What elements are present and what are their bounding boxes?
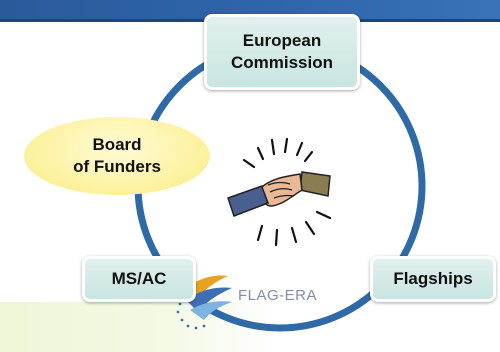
node-board-of-funders-label-line1: Board <box>92 135 142 154</box>
node-flagships-label: Flagships <box>393 269 473 288</box>
node-european-commission-label: European Commission <box>230 31 334 72</box>
node-board-of-funders-label-line2: of Funders <box>73 157 161 176</box>
node-board-of-funders: Board of Funders <box>24 117 210 195</box>
node-european-commission: European Commission <box>204 14 360 90</box>
flag-era-logo-icon <box>176 275 232 330</box>
node-ms-ac-label: MS/AC <box>111 269 167 288</box>
node-ms-ac: MS/AC <box>82 256 196 302</box>
node-flagships: Flagships <box>370 256 496 302</box>
handshake-icon <box>227 137 332 247</box>
logo-text: FLAG-ERA <box>238 287 318 304</box>
